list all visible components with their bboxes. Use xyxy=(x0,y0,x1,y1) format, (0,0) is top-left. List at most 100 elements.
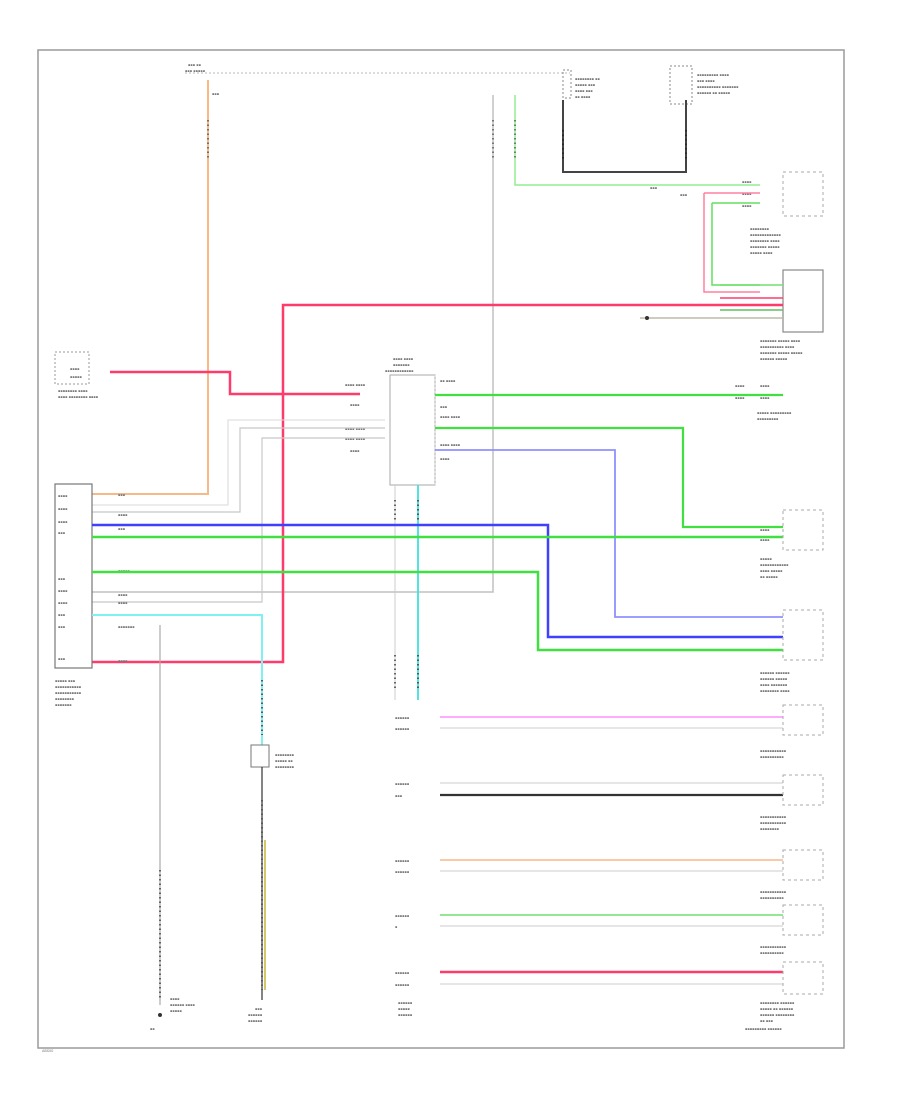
svg-text:▪▪▪▪: ▪▪▪▪ xyxy=(760,396,770,400)
svg-text:▪▪ ▪▪▪▪: ▪▪ ▪▪▪▪ xyxy=(440,379,456,383)
svg-text:▪▪▪▪▪▪▪▪▪: ▪▪▪▪▪▪▪▪▪ xyxy=(757,417,779,421)
svg-text:▪▪: ▪▪ xyxy=(150,1027,155,1031)
svg-text:▪▪▪▪: ▪▪▪▪ xyxy=(760,384,770,388)
svg-text:▪▪▪: ▪▪▪ xyxy=(440,405,448,409)
svg-text:▪▪▪▪▪: ▪▪▪▪▪ xyxy=(398,1007,410,1011)
pink-green-links xyxy=(703,192,760,293)
svg-text:▪▪ ▪▪▪▪: ▪▪ ▪▪▪▪ xyxy=(575,95,591,99)
svg-text:▪▪▪▪ ▪▪▪▪: ▪▪▪▪ ▪▪▪▪ xyxy=(393,357,414,361)
svg-text:▪▪▪▪▪▪: ▪▪▪▪▪▪ xyxy=(398,1013,413,1017)
svg-text:▪▪▪▪: ▪▪▪▪ xyxy=(742,180,752,184)
svg-text:▪▪▪▪: ▪▪▪▪ xyxy=(735,384,745,388)
svg-text:▪▪▪▪▪▪: ▪▪▪▪▪▪ xyxy=(248,1013,263,1017)
svg-text:▪▪▪▪▪▪▪▪▪▪▪: ▪▪▪▪▪▪▪▪▪▪▪ xyxy=(760,945,787,949)
svg-text:▪▪▪: ▪▪▪ xyxy=(395,794,403,798)
right-connector-7 xyxy=(782,849,824,881)
svg-text:▪▪▪▪▪▪▪▪▪▪▪▪▪: ▪▪▪▪▪▪▪▪▪▪▪▪▪ xyxy=(750,233,781,237)
svg-text:▪▪▪▪▪▪: ▪▪▪▪▪▪ xyxy=(395,716,410,720)
svg-text:▪▪▪▪▪▪: ▪▪▪▪▪▪ xyxy=(395,782,410,786)
footer-code: ABS00 xyxy=(42,1049,53,1053)
right-connector-4 xyxy=(782,609,824,661)
svg-text:▪▪▪▪ ▪▪▪▪▪▪▪: ▪▪▪▪ ▪▪▪▪▪▪▪ xyxy=(760,683,788,687)
svg-text:▪▪▪▪▪▪ ▪▪▪▪▪▪: ▪▪▪▪▪▪ ▪▪▪▪▪▪ xyxy=(760,671,790,675)
svg-text:▪▪▪▪: ▪▪▪▪ xyxy=(760,538,770,542)
connector-top-b xyxy=(669,65,693,105)
svg-text:▪▪▪▪▪▪▪▪: ▪▪▪▪▪▪▪▪ xyxy=(760,827,780,831)
svg-text:▪▪▪: ▪▪▪ xyxy=(58,613,66,617)
svg-text:▪▪▪: ▪▪▪ xyxy=(680,193,688,197)
svg-text:▪▪▪▪▪▪▪: ▪▪▪▪▪▪▪ xyxy=(118,625,135,629)
main-pink-wire xyxy=(92,303,783,664)
svg-text:▪▪▪▪▪▪▪▪ ▪▪: ▪▪▪▪▪▪▪▪ ▪▪ xyxy=(575,77,600,81)
svg-text:▪▪ ▪▪▪: ▪▪ ▪▪▪ xyxy=(760,1019,774,1023)
svg-text:▪▪▪▪: ▪▪▪▪ xyxy=(440,457,450,461)
svg-text:▪▪▪▪: ▪▪▪▪ xyxy=(742,192,752,196)
svg-text:▪▪▪▪▪▪▪▪▪▪: ▪▪▪▪▪▪▪▪▪▪ xyxy=(760,755,784,759)
svg-text:▪▪▪ ▪▪▪▪▪: ▪▪▪ ▪▪▪▪▪ xyxy=(185,69,206,73)
black-u-wire xyxy=(562,100,687,173)
skid-control-ecu xyxy=(54,483,93,669)
svg-text:▪▪▪▪: ▪▪▪▪ xyxy=(58,601,68,605)
svg-text:▪▪▪▪ ▪▪▪▪▪: ▪▪▪▪ ▪▪▪▪▪ xyxy=(760,569,783,573)
svg-text:▪▪▪▪▪▪: ▪▪▪▪▪▪ xyxy=(395,971,410,975)
svg-text:▪▪▪▪▪▪▪▪: ▪▪▪▪▪▪▪▪ xyxy=(55,697,75,701)
right-connector-2 xyxy=(782,269,824,333)
svg-text:▪▪▪▪: ▪▪▪▪ xyxy=(58,589,68,593)
svg-text:▪▪▪▪▪▪▪▪: ▪▪▪▪▪▪▪▪ xyxy=(275,753,295,757)
center-lavender xyxy=(435,449,783,618)
svg-text:▪▪▪▪▪ ▪▪▪▪: ▪▪▪▪▪ ▪▪▪▪ xyxy=(750,251,773,255)
svg-text:▪▪▪▪: ▪▪▪▪ xyxy=(58,520,68,524)
svg-text:▪▪▪▪▪ ▪▪ ▪▪▪▪▪▪: ▪▪▪▪▪ ▪▪ ▪▪▪▪▪▪ xyxy=(760,1007,794,1011)
svg-text:▪▪▪▪ ▪▪▪▪▪▪▪▪ ▪▪▪▪: ▪▪▪▪ ▪▪▪▪▪▪▪▪ ▪▪▪▪ xyxy=(58,395,99,399)
svg-text:▪▪▪▪▪ ▪▪▪: ▪▪▪▪▪ ▪▪▪ xyxy=(575,83,596,87)
svg-text:▪▪▪▪▪▪: ▪▪▪▪▪▪ xyxy=(395,870,410,874)
svg-text:▪▪▪▪▪▪▪▪▪▪▪▪: ▪▪▪▪▪▪▪▪▪▪▪▪ xyxy=(760,563,789,567)
svg-text:▪▪▪▪▪▪▪▪▪▪▪: ▪▪▪▪▪▪▪▪▪▪▪ xyxy=(760,815,787,819)
svg-text:▪▪▪▪: ▪▪▪▪ xyxy=(350,403,360,407)
svg-text:▪▪▪▪▪▪: ▪▪▪▪▪▪ xyxy=(395,859,410,863)
right-connector-6 xyxy=(782,774,824,806)
pink-left-wire xyxy=(110,370,360,396)
svg-text:▪▪▪▪: ▪▪▪▪ xyxy=(118,601,128,605)
gray-vertical-wire xyxy=(92,95,494,593)
svg-text:▪▪▪▪▪▪▪▪▪▪: ▪▪▪▪▪▪▪▪▪▪ xyxy=(760,951,784,955)
svg-text:▪▪▪: ▪▪▪ xyxy=(58,577,66,581)
svg-text:▪▪▪▪▪▪▪: ▪▪▪▪▪▪▪ xyxy=(55,703,72,707)
svg-text:▪▪▪: ▪▪▪ xyxy=(58,625,66,629)
svg-text:▪▪▪▪▪▪ ▪▪▪▪▪: ▪▪▪▪▪▪ ▪▪▪▪▪ xyxy=(760,357,788,361)
svg-text:▪▪▪▪▪▪▪▪▪ ▪▪▪▪: ▪▪▪▪▪▪▪▪▪ ▪▪▪▪ xyxy=(697,73,730,77)
svg-text:▪▪▪▪▪▪▪▪▪▪▪: ▪▪▪▪▪▪▪▪▪▪▪ xyxy=(55,691,82,695)
svg-text:▪▪▪▪▪▪▪▪ ▪▪▪▪: ▪▪▪▪▪▪▪▪ ▪▪▪▪ xyxy=(750,239,780,243)
center-green-2 xyxy=(435,426,783,529)
svg-text:▪▪▪▪▪▪▪▪ ▪▪▪▪: ▪▪▪▪▪▪▪▪ ▪▪▪▪ xyxy=(760,689,790,693)
svg-text:▪▪▪: ▪▪▪ xyxy=(212,92,220,96)
svg-text:▪▪▪▪▪ ▪▪▪▪▪▪▪▪▪: ▪▪▪▪▪ ▪▪▪▪▪▪▪▪▪ xyxy=(757,411,792,415)
orange-wire xyxy=(92,80,209,495)
svg-text:▪▪▪▪▪▪▪▪: ▪▪▪▪▪▪▪▪ xyxy=(750,227,770,231)
svg-text:▪▪▪▪▪▪: ▪▪▪▪▪▪ xyxy=(395,727,410,731)
svg-text:▪▪▪: ▪▪▪ xyxy=(255,1007,263,1011)
svg-text:▪▪▪▪: ▪▪▪▪ xyxy=(58,507,68,511)
svg-text:▪▪▪ ▪▪: ▪▪▪ ▪▪ xyxy=(188,63,202,67)
svg-text:▪▪▪▪▪: ▪▪▪▪▪ xyxy=(170,1009,182,1013)
svg-text:▪▪▪▪▪▪: ▪▪▪▪▪▪ xyxy=(395,914,410,918)
blue-wire xyxy=(92,523,783,639)
svg-text:▪▪▪▪▪ ▪▪▪: ▪▪▪▪▪ ▪▪▪ xyxy=(55,679,76,683)
svg-text:▪▪▪▪▪▪ ▪▪▪▪: ▪▪▪▪▪▪ ▪▪▪▪ xyxy=(170,1003,195,1007)
svg-text:▪▪▪▪▪: ▪▪▪▪▪ xyxy=(70,375,82,379)
svg-text:▪▪▪▪▪▪ ▪▪▪▪▪▪▪▪: ▪▪▪▪▪▪ ▪▪▪▪▪▪▪▪ xyxy=(760,1013,795,1017)
svg-text:▪▪▪▪▪▪▪ ▪▪▪▪▪: ▪▪▪▪▪▪▪ ▪▪▪▪▪ xyxy=(750,245,780,249)
svg-text:▪: ▪ xyxy=(395,925,398,929)
svg-text:▪▪▪▪▪▪▪▪▪▪▪▪: ▪▪▪▪▪▪▪▪▪▪▪▪ xyxy=(385,369,414,373)
svg-text:▪▪▪▪▪ ▪▪: ▪▪▪▪▪ ▪▪ xyxy=(275,759,293,763)
svg-text:▪▪▪▪ ▪▪▪▪: ▪▪▪▪ ▪▪▪▪ xyxy=(345,427,366,431)
svg-text:▪▪▪▪▪▪▪▪ ▪▪▪▪▪▪: ▪▪▪▪▪▪▪▪ ▪▪▪▪▪▪ xyxy=(760,1001,795,1005)
svg-text:▪▪▪▪: ▪▪▪▪ xyxy=(742,204,752,208)
svg-text:▪▪▪▪▪▪▪▪▪▪ ▪▪▪▪▪▪▪: ▪▪▪▪▪▪▪▪▪▪ ▪▪▪▪▪▪▪ xyxy=(697,85,739,89)
svg-text:▪▪▪▪ ▪▪▪▪: ▪▪▪▪ ▪▪▪▪ xyxy=(440,415,461,419)
svg-text:▪▪▪▪: ▪▪▪▪ xyxy=(58,494,68,498)
diagram-frame xyxy=(37,49,845,1049)
svg-text:▪▪▪: ▪▪▪ xyxy=(118,493,126,497)
svg-text:▪▪▪▪▪: ▪▪▪▪▪ xyxy=(760,557,772,561)
